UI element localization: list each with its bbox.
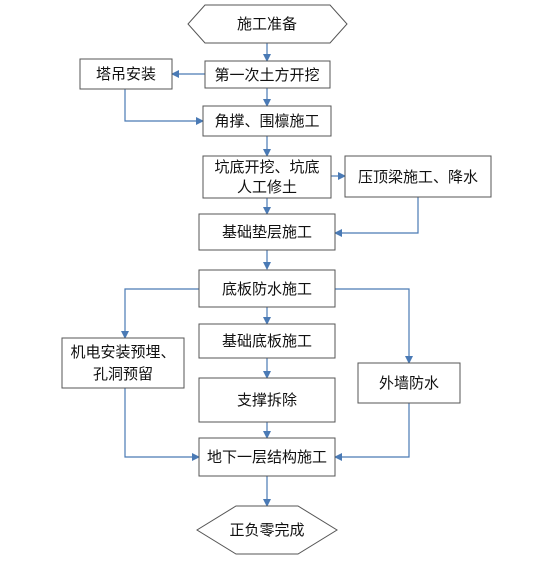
crown-beam-label: 压顶梁施工、降水: [358, 168, 478, 186]
end-node: [196, 505, 338, 555]
arrow-wall-waterproof-to-basement: [334, 403, 410, 461]
pit-bottom-label-line1: 坑底开挖、坑底: [214, 158, 319, 176]
wall-waterproof-label: 外墙防水: [379, 374, 439, 392]
foundation-slab-label: 基础底板施工: [222, 332, 312, 350]
support-removal-label: 支撑拆除: [237, 391, 297, 409]
arrow-waterproof-to-wall-waterproof: [335, 288, 413, 364]
start-label: 施工准备: [237, 15, 297, 33]
pit-bottom-node: [202, 155, 332, 199]
waterproof-bottom-node: [198, 269, 336, 308]
basement-structure-label: 地下一层结构施工: [207, 448, 327, 466]
mep-label-line1: 机电安装预埋、: [70, 343, 175, 361]
end-label: 正负零完成: [229, 521, 304, 539]
waterproof-bottom-label: 底板防水施工: [222, 280, 312, 298]
arrow-mep-to-basement: [124, 388, 200, 461]
bracing-node: [202, 105, 332, 137]
foundation-slab-node: [198, 323, 336, 359]
arrow-waterproof-to-mep: [121, 288, 199, 339]
cushion-node: [198, 213, 336, 251]
cushion-label: 基础垫层施工: [222, 223, 312, 241]
excavation-first-node: [204, 60, 331, 89]
crown-beam-node: [344, 155, 492, 198]
arrow-tower-crane-to-bracing: [124, 89, 204, 125]
support-removal-node: [198, 377, 336, 423]
tower-crane-node: [79, 58, 173, 90]
bracing-label: 角撑、围檩施工: [214, 112, 319, 130]
basement-structure-node: [198, 437, 336, 477]
mep-label-line2: 孔洞预留: [93, 365, 153, 383]
start-node: [187, 4, 348, 44]
arrow-crown-beam-to-cushion: [334, 197, 419, 237]
connectors: [121, 43, 419, 507]
excavation-first-label: 第一次土方开挖: [214, 66, 319, 84]
pit-bottom-label-line2: 人工修土: [237, 178, 297, 196]
wall-waterproof-node: [357, 362, 461, 404]
mep-node: [61, 337, 185, 389]
tower-crane-label: 塔吊安装: [96, 65, 156, 83]
